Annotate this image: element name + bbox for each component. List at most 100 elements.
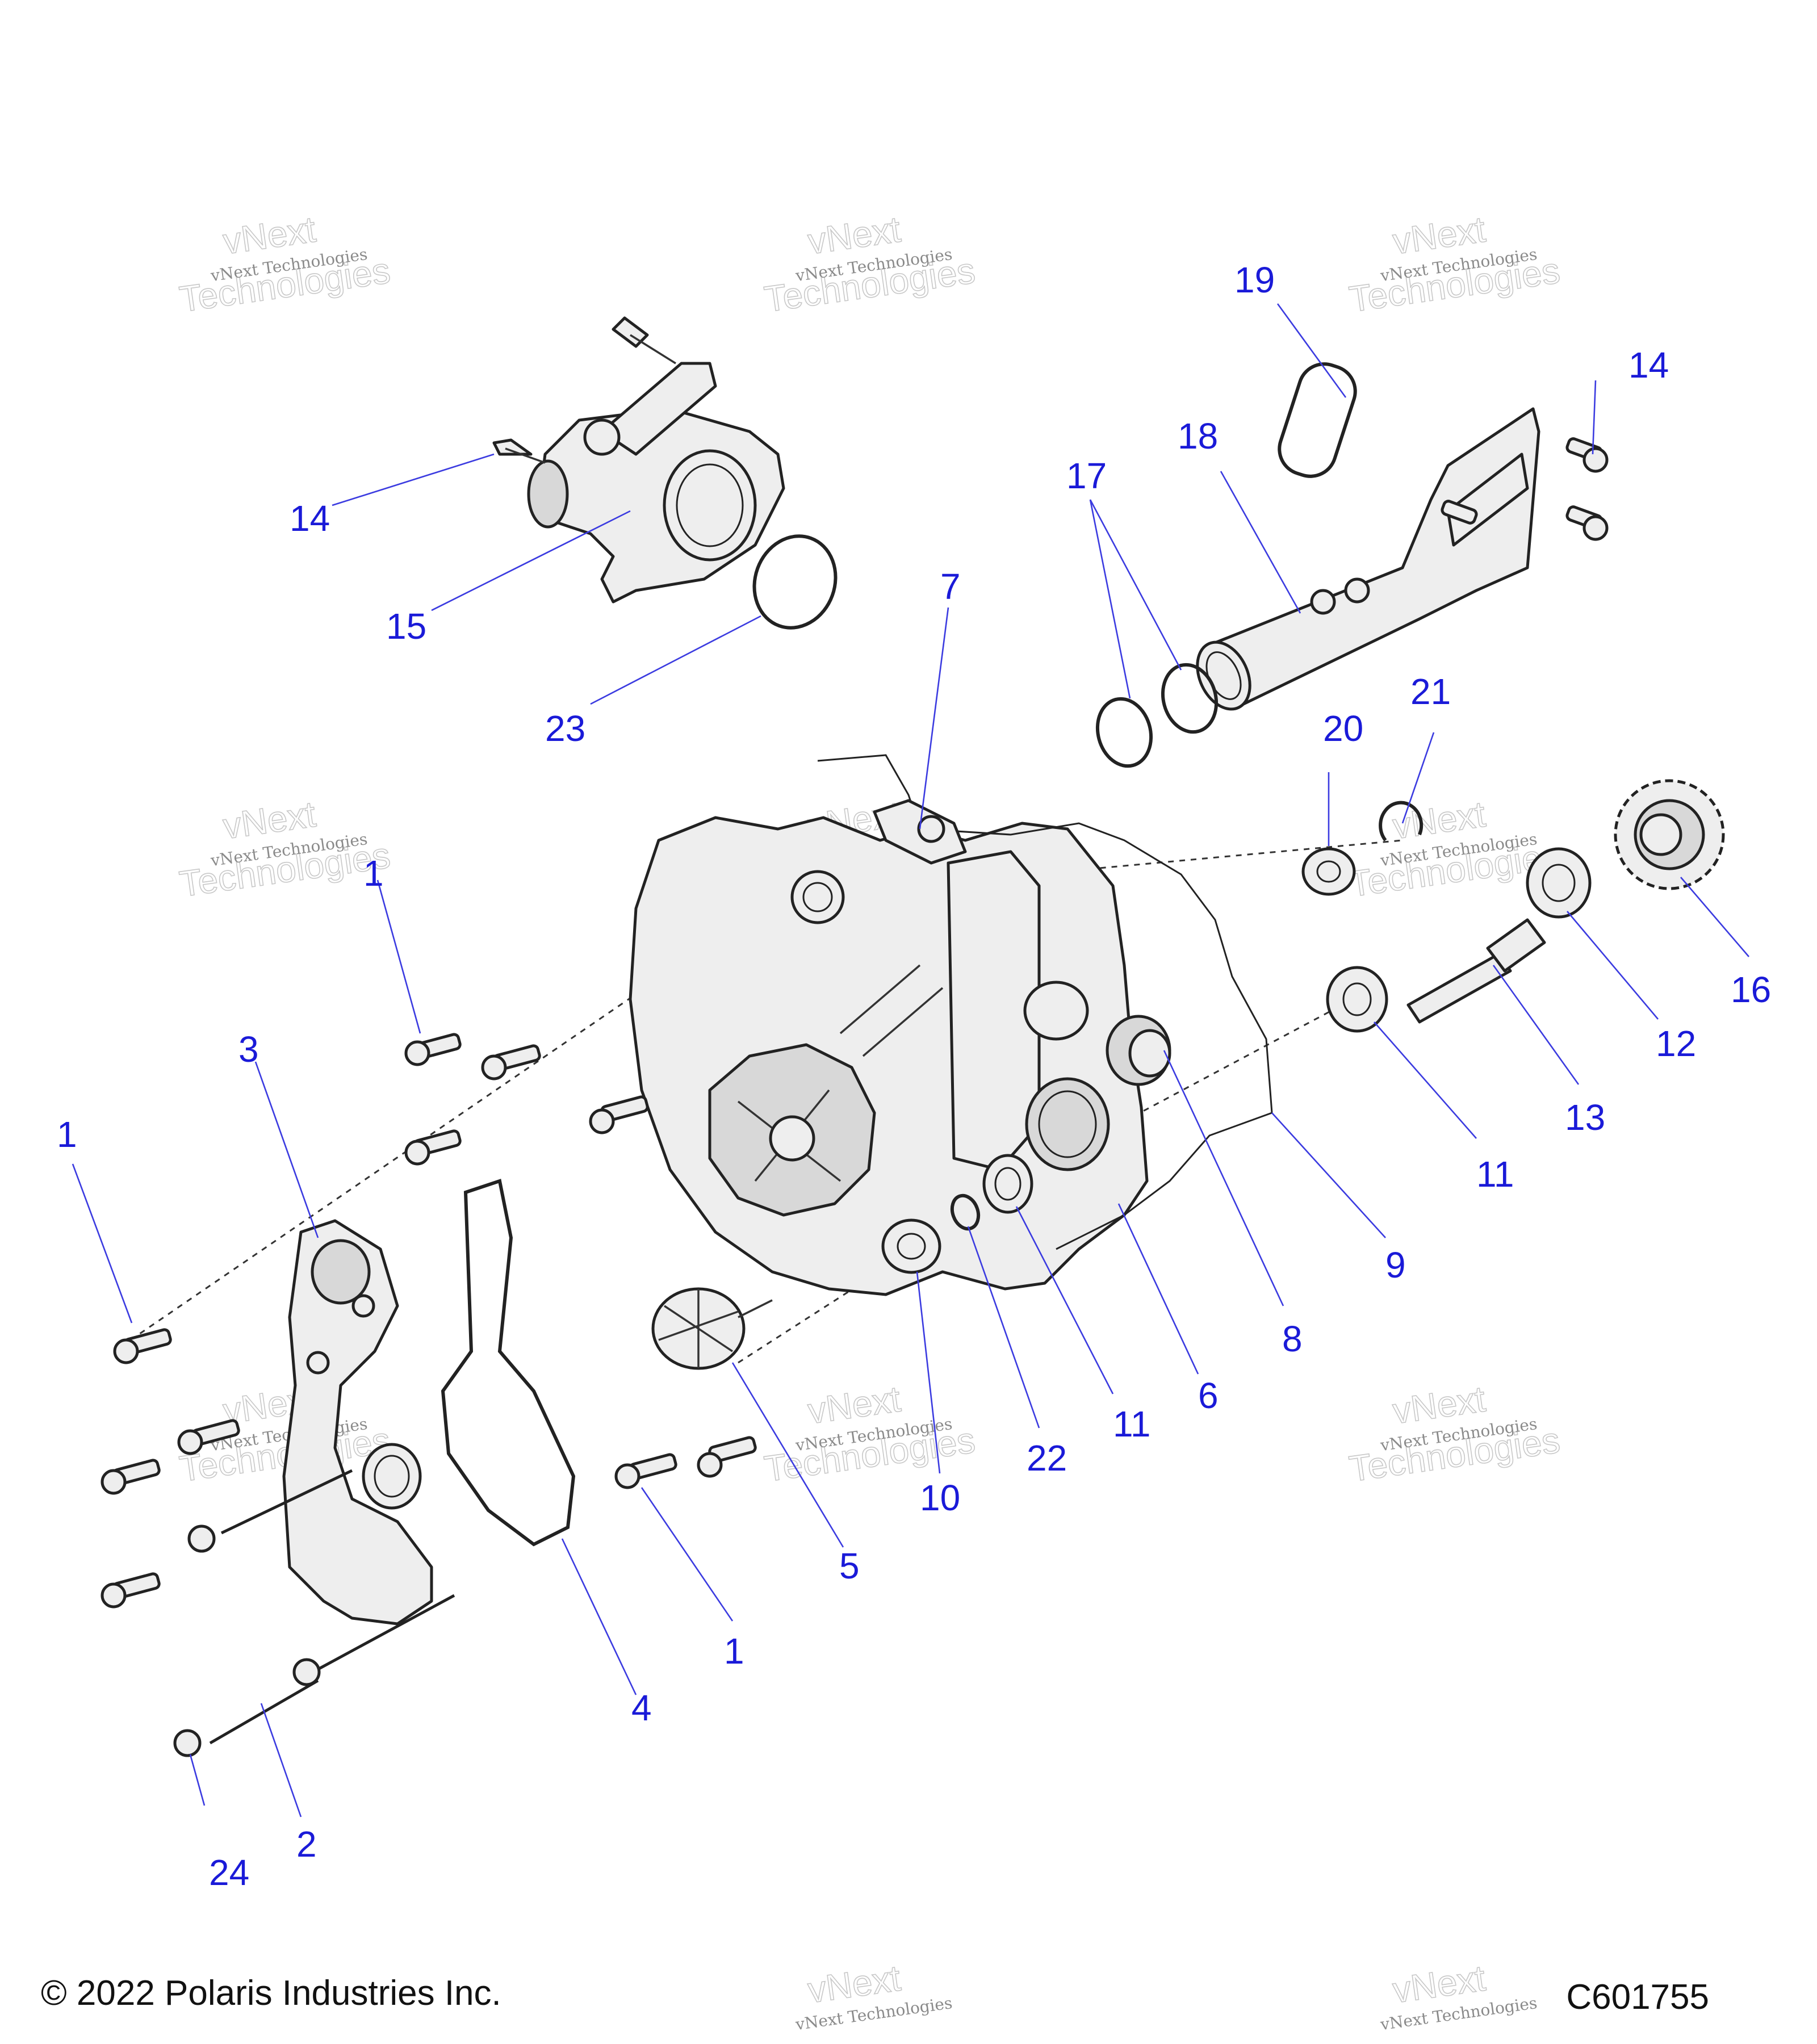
outlet-o-ring bbox=[1095, 697, 1153, 768]
leader-line bbox=[1220, 471, 1301, 614]
leader-line bbox=[332, 453, 495, 506]
leader-line bbox=[731, 1362, 844, 1548]
water-pump-impeller bbox=[651, 1287, 773, 1370]
bolt bbox=[481, 1044, 541, 1080]
callout-9[interactable]: 9 bbox=[1385, 1245, 1406, 1285]
bolt bbox=[614, 1453, 677, 1489]
nut bbox=[292, 1658, 321, 1686]
callout-6[interactable]: 6 bbox=[1198, 1375, 1219, 1416]
bolt bbox=[177, 1419, 240, 1455]
leader-line bbox=[561, 1538, 637, 1695]
thermostat-o-ring bbox=[752, 534, 838, 630]
leader-line bbox=[1492, 965, 1580, 1085]
callout-11[interactable]: 11 bbox=[1476, 1154, 1514, 1195]
watermark: vNext Technologies vNext Technologies bbox=[761, 1378, 978, 1490]
callout-14[interactable]: 14 bbox=[1628, 345, 1669, 386]
bolt bbox=[113, 1328, 172, 1364]
water-pump-bearing bbox=[1301, 847, 1356, 896]
bolt bbox=[1565, 437, 1609, 473]
leader-line bbox=[1163, 1050, 1284, 1306]
callout-12[interactable]: 12 bbox=[1656, 1023, 1696, 1064]
callout-8[interactable]: 8 bbox=[1282, 1318, 1303, 1359]
callout-14[interactable]: 14 bbox=[290, 498, 330, 539]
leader-line bbox=[431, 510, 631, 611]
leader-line bbox=[640, 1487, 734, 1622]
callout-18[interactable]: 18 bbox=[1178, 416, 1218, 456]
callout-labels: 1 1 1 2 3 4 5 6 7 8 9 10 11 11 12 13 14 … bbox=[57, 259, 1771, 1893]
axis-line bbox=[1033, 987, 1375, 1171]
callout-1[interactable]: 1 bbox=[57, 1114, 77, 1155]
leader-line bbox=[590, 615, 761, 705]
leader-line bbox=[1015, 1206, 1114, 1394]
leader-line bbox=[1680, 877, 1749, 957]
watermark: vNext Technologies vNext Technologies bbox=[1346, 208, 1563, 320]
leader-line bbox=[260, 1703, 302, 1817]
callout-16[interactable]: 16 bbox=[1731, 969, 1771, 1010]
long-bolt bbox=[317, 1594, 455, 1671]
callout-1[interactable]: 1 bbox=[363, 853, 384, 894]
bolt bbox=[589, 1095, 649, 1134]
bolt bbox=[101, 1459, 161, 1495]
temperature-sensor bbox=[873, 799, 967, 865]
leader-line bbox=[1374, 1021, 1477, 1139]
callout-1[interactable]: 1 bbox=[724, 1631, 744, 1672]
bolt bbox=[1565, 505, 1609, 541]
callout-13[interactable]: 13 bbox=[1565, 1097, 1605, 1138]
crankcase-cover bbox=[629, 816, 1149, 1296]
leader-line bbox=[189, 1754, 206, 1806]
drawing-number: C601755 bbox=[1566, 1978, 1709, 2017]
leader-line bbox=[967, 1226, 1040, 1429]
leader-line bbox=[1271, 1112, 1386, 1238]
callout-22[interactable]: 22 bbox=[1027, 1438, 1067, 1478]
leader-line bbox=[919, 607, 949, 830]
callout-21[interactable]: 21 bbox=[1410, 671, 1451, 712]
filler-cap bbox=[1106, 1015, 1171, 1086]
bolt bbox=[1441, 500, 1478, 525]
bolt bbox=[404, 1129, 462, 1166]
callout-7[interactable]: 7 bbox=[940, 566, 961, 607]
callout-15[interactable]: 15 bbox=[386, 606, 426, 647]
seal-ring bbox=[950, 1193, 981, 1231]
callout-3[interactable]: 3 bbox=[238, 1029, 259, 1070]
watermark: vNext Technologies vNext Technologies bbox=[1346, 1378, 1563, 1490]
callout-23[interactable]: 23 bbox=[545, 708, 585, 749]
callout-10[interactable]: 10 bbox=[920, 1477, 960, 1518]
outlet-o-ring bbox=[1161, 663, 1219, 734]
callout-20[interactable]: 20 bbox=[1323, 708, 1363, 749]
callout-5[interactable]: 5 bbox=[839, 1545, 860, 1586]
leader-line bbox=[1117, 1203, 1199, 1375]
water-pump-cover bbox=[282, 1219, 433, 1626]
leader-line bbox=[1089, 499, 1182, 671]
bolt bbox=[101, 1572, 161, 1609]
coolant-outlet-pipe bbox=[1196, 407, 1540, 711]
watermark: vNext vNext Technologies bbox=[1379, 1957, 1538, 2034]
water-pump-bearing bbox=[1326, 966, 1388, 1033]
callout-4[interactable]: 4 bbox=[631, 1687, 652, 1728]
leader-line bbox=[1089, 499, 1131, 699]
outlet-gasket bbox=[1278, 362, 1357, 478]
leader-line bbox=[1276, 303, 1347, 398]
copyright-notice: © 2022 Polaris Industries Inc. bbox=[41, 1974, 501, 2013]
watermark: vNext Technologies vNext Technologies bbox=[177, 208, 393, 320]
leader-line bbox=[254, 1061, 319, 1238]
drain-plug bbox=[881, 1218, 941, 1274]
bolt bbox=[404, 1033, 462, 1066]
callout-24[interactable]: 24 bbox=[209, 1852, 249, 1893]
nut bbox=[173, 1729, 202, 1757]
callout-11[interactable]: 11 bbox=[1113, 1404, 1150, 1444]
long-bolt bbox=[220, 1469, 353, 1535]
leader-line bbox=[1401, 732, 1435, 824]
leader-line bbox=[1592, 380, 1597, 455]
leader-line bbox=[1567, 911, 1659, 1020]
callout-19[interactable]: 19 bbox=[1234, 259, 1275, 300]
callout-17[interactable]: 17 bbox=[1066, 455, 1107, 496]
thermostat-housing bbox=[492, 316, 785, 604]
circlip bbox=[1379, 801, 1424, 841]
watermark: vNext Technologies vNext Technologies bbox=[177, 793, 393, 905]
nut bbox=[187, 1524, 216, 1553]
callout-2[interactable]: 2 bbox=[296, 1824, 317, 1865]
watermark: vNext vNext Technologies bbox=[794, 1957, 953, 2034]
leader-line bbox=[916, 1271, 941, 1474]
